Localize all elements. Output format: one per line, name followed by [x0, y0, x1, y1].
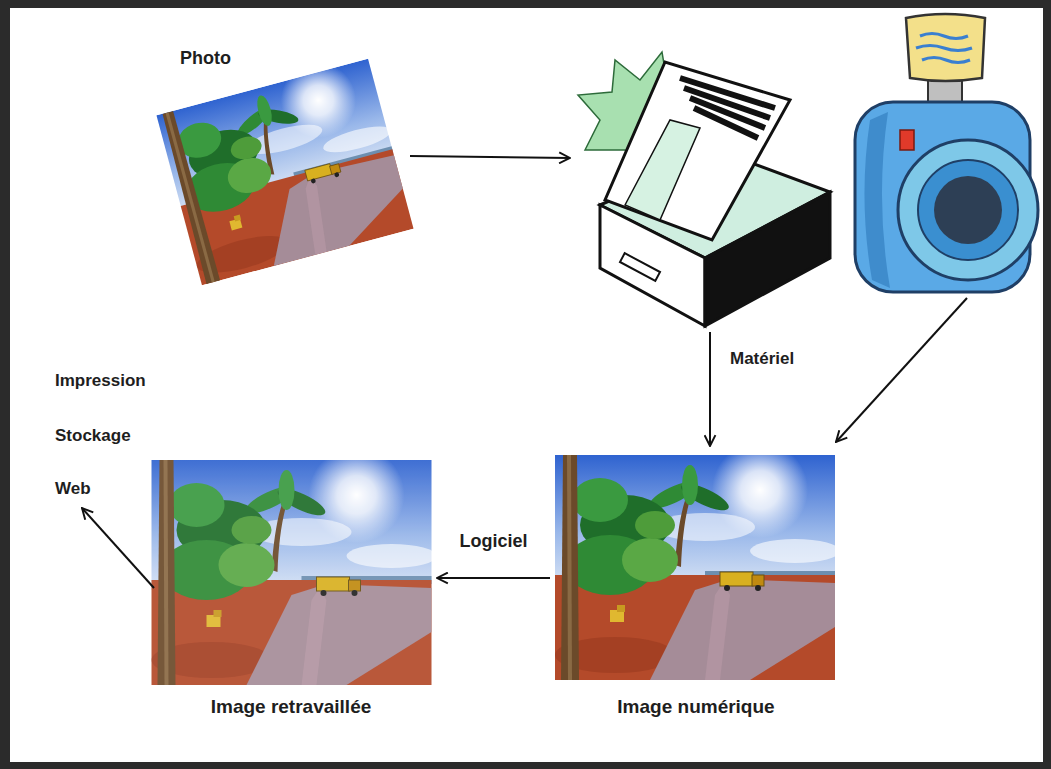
- digital-image: [555, 442, 840, 680]
- photo-print: [154, 48, 418, 286]
- flash-lines: [916, 34, 972, 63]
- image-node: Image retravaillée: [145, 452, 437, 722]
- edge-label: Logiciel: [456, 531, 530, 552]
- camera-lens-center: [934, 176, 1002, 244]
- camera-icon: [855, 14, 1038, 292]
- reworked-image: [150, 447, 437, 685]
- flash-head: [906, 14, 985, 81]
- scanner-icon: [578, 52, 830, 326]
- output-label: Web: [55, 479, 91, 499]
- camera-button: [900, 130, 914, 150]
- scanner-slot: [620, 253, 660, 281]
- camera-lens-ring: [898, 140, 1038, 280]
- reworked-tint: [150, 460, 433, 685]
- output-arrow: [82, 508, 154, 588]
- photo-heading: Photo: [176, 46, 235, 71]
- photo-picture: [154, 48, 418, 286]
- output-label: Impression: [55, 371, 146, 391]
- hardware-arrow: [709, 332, 711, 446]
- node-text: Image numérique: [617, 696, 774, 718]
- image-node: Image numérique: [550, 452, 842, 722]
- node-text: Photo: [180, 48, 231, 69]
- camera-lens: [918, 160, 1018, 260]
- scanner-lid-page: [625, 120, 700, 220]
- output-label: Stockage: [55, 426, 131, 446]
- scanner-lid: [605, 62, 790, 240]
- camera-arrow: [836, 298, 967, 442]
- flow-arrow: [437, 577, 550, 579]
- arrow-label: Matériel: [730, 349, 794, 369]
- scan-arrow: [410, 156, 570, 158]
- node-text: Image retravaillée: [211, 696, 372, 718]
- camera-side: [864, 112, 890, 288]
